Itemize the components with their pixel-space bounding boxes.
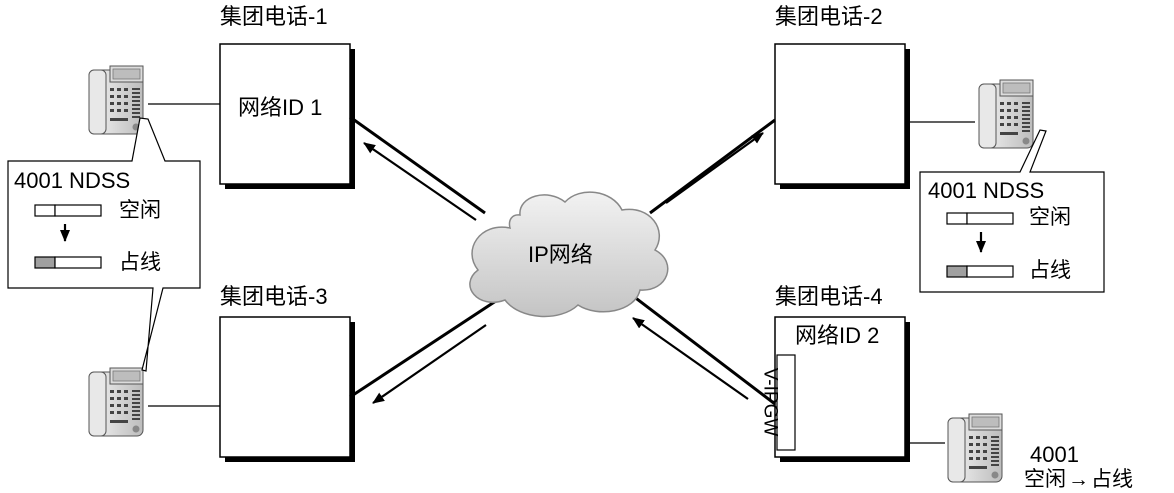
key-led-idle <box>946 212 968 225</box>
extension-state-from: 空闲 <box>1024 468 1066 491</box>
extension-number: 4001 <box>1030 442 1079 467</box>
callout-left-title: 4001 NDSS <box>14 168 131 193</box>
callout-left-idle: 空闲 <box>119 199 161 222</box>
callout-right-title: 4001 NDSS <box>928 178 1045 203</box>
direction-arrows <box>363 132 764 404</box>
telephone-icon <box>88 367 144 437</box>
telephone-icon <box>978 79 1034 149</box>
pbx-4-title: 集团电话-4 <box>775 284 883 309</box>
key-led-busy <box>946 265 968 278</box>
key-led-idle <box>34 204 56 217</box>
arrow-icon <box>632 317 749 400</box>
extension-state-to: 占线 <box>1091 468 1133 491</box>
key-led-busy <box>34 256 56 269</box>
telephone-icon <box>947 413 1003 483</box>
pbx-4-box <box>774 316 910 462</box>
arrow-icon: → <box>1068 468 1089 491</box>
pbx-2-title: 集团电话-2 <box>775 4 883 29</box>
pbx-1-title: 集团电话-1 <box>220 4 328 29</box>
extension-status: 空闲→占线 <box>1024 469 1133 490</box>
network-id-1: 网络ID 1 <box>238 95 323 120</box>
v-ipgw-box <box>776 354 796 451</box>
network-id-2: 网络ID 2 <box>795 323 880 348</box>
pbx-3-box <box>219 316 355 462</box>
key-idle <box>54 204 102 217</box>
callout-left <box>7 117 201 372</box>
telephone-icon <box>88 65 144 135</box>
key-idle <box>966 212 1014 225</box>
pbx-3-title: 集团电话-3 <box>220 284 328 309</box>
pbx-2-box <box>774 43 910 189</box>
key-busy <box>966 265 1014 278</box>
arrow-icon <box>363 142 477 221</box>
callout-right <box>919 129 1105 293</box>
callout-left-busy: 占线 <box>119 251 161 274</box>
pbx-1-box <box>219 43 355 189</box>
cloud-icon <box>469 191 669 318</box>
callout-right-busy: 占线 <box>1029 259 1071 282</box>
callout-right-idle: 空闲 <box>1029 206 1071 229</box>
key-busy <box>54 256 102 269</box>
ip-network-label: IP网络 <box>528 242 593 267</box>
arrow-icon <box>372 324 487 404</box>
phone-wires <box>148 103 975 444</box>
v-ipgw-label: V-IPGW <box>759 367 781 437</box>
arrow-icon <box>665 132 764 204</box>
